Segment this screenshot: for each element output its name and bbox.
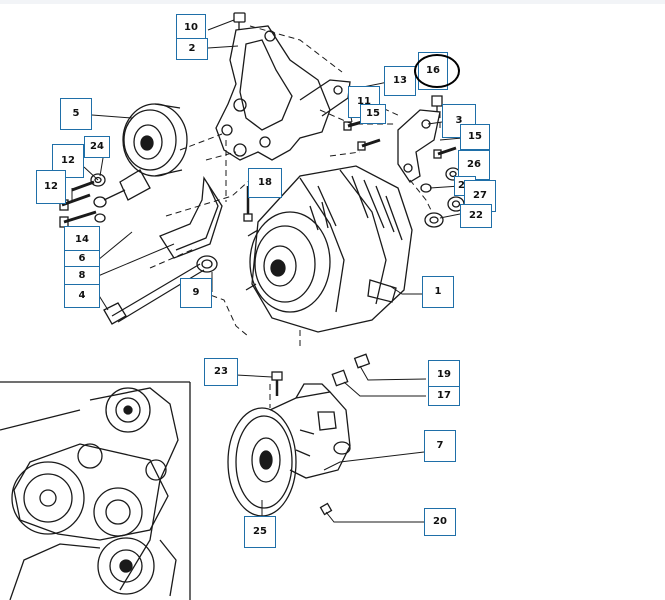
callout-2: 2 bbox=[176, 38, 208, 60]
mounting-bracket bbox=[215, 25, 351, 161]
callout-25: 25 bbox=[244, 516, 276, 548]
power-steering-pump bbox=[227, 383, 351, 517]
idler-pulley bbox=[122, 103, 188, 177]
callout-15a: 15 bbox=[360, 104, 386, 124]
callout-26: 26 bbox=[458, 150, 490, 180]
callout-18: 18 bbox=[248, 168, 282, 198]
fitting-19 bbox=[353, 353, 371, 369]
fitting-17 bbox=[331, 369, 349, 387]
callout-22: 22 bbox=[460, 204, 492, 228]
callout-1: 1 bbox=[422, 276, 454, 308]
bolt-12b bbox=[59, 210, 97, 228]
callout-23: 23 bbox=[204, 358, 238, 386]
callout-17: 17 bbox=[428, 386, 460, 406]
inset-engine-view bbox=[0, 381, 191, 600]
bushing-22 bbox=[424, 212, 444, 228]
callout-15b: 15 bbox=[460, 124, 490, 150]
bolt-10 bbox=[233, 12, 246, 30]
callout-13: 13 bbox=[384, 66, 416, 96]
bolt-12 bbox=[59, 180, 95, 211]
callout-20: 20 bbox=[424, 508, 456, 536]
tensioner-spacer bbox=[103, 169, 151, 201]
bolt-23 bbox=[271, 371, 283, 396]
callout-24: 24 bbox=[84, 136, 110, 158]
callout-10: 10 bbox=[176, 14, 206, 42]
top-strip bbox=[0, 0, 665, 4]
callout-5: 5 bbox=[60, 98, 92, 130]
callout-7: 7 bbox=[424, 430, 456, 462]
callout-8: 8 bbox=[64, 266, 100, 286]
bolt-20 bbox=[319, 502, 333, 516]
callout-14: 14 bbox=[64, 226, 100, 254]
alternator bbox=[245, 165, 413, 333]
bolt-16 bbox=[431, 95, 443, 112]
callout-12b: 12 bbox=[36, 170, 66, 204]
nut-21 bbox=[420, 183, 432, 193]
callout-9: 9 bbox=[180, 278, 212, 308]
highlight-circle bbox=[414, 54, 460, 88]
callout-4: 4 bbox=[64, 284, 100, 308]
adjusting-bracket bbox=[397, 109, 441, 183]
